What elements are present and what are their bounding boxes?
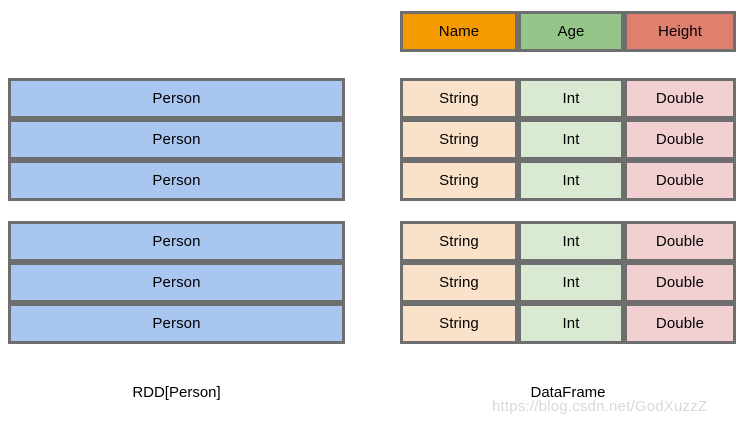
dataframe-partition-2: String Int Double String Int Double Stri…: [400, 221, 736, 344]
dataframe-cell-name: String: [400, 78, 518, 119]
dataframe-row: String Int Double: [400, 160, 736, 201]
rdd-cell-person: Person: [8, 119, 345, 160]
dataframe-header-row: Name Age Height: [400, 11, 736, 52]
dataframe-header-group: Name Age Height: [400, 11, 736, 52]
dataframe-header-height: Height: [624, 11, 736, 52]
rdd-cell-person: Person: [8, 78, 345, 119]
dataframe-cell-age: Int: [518, 262, 624, 303]
rdd-partition-2: Person Person Person: [8, 221, 345, 344]
dataframe-partition-1-table: String Int Double String Int Double Stri…: [400, 78, 736, 201]
rdd-row: Person: [8, 119, 345, 160]
rdd-row: Person: [8, 160, 345, 201]
dataframe-cell-age: Int: [518, 160, 624, 201]
rdd-row: Person: [8, 221, 345, 262]
rdd-row: Person: [8, 303, 345, 344]
watermark: https://blog.csdn.net/GodXuzzZ: [492, 398, 708, 415]
dataframe-cell-age: Int: [518, 78, 624, 119]
dataframe-row: String Int Double: [400, 303, 736, 344]
dataframe-row: String Int Double: [400, 78, 736, 119]
dataframe-cell-name: String: [400, 221, 518, 262]
dataframe-cell-age: Int: [518, 119, 624, 160]
dataframe-cell-height: Double: [624, 303, 736, 344]
dataframe-cell-height: Double: [624, 78, 736, 119]
rdd-cell-person: Person: [8, 221, 345, 262]
dataframe-cell-height: Double: [624, 119, 736, 160]
dataframe-row: String Int Double: [400, 262, 736, 303]
dataframe-cell-height: Double: [624, 160, 736, 201]
dataframe-header-name: Name: [400, 11, 518, 52]
rdd-row: Person: [8, 262, 345, 303]
rdd-partition-1-table: Person Person Person: [8, 78, 345, 201]
rdd-cell-person: Person: [8, 160, 345, 201]
dataframe-row: String Int Double: [400, 221, 736, 262]
dataframe-cell-height: Double: [624, 221, 736, 262]
dataframe-cell-name: String: [400, 160, 518, 201]
dataframe-partition-1: String Int Double String Int Double Stri…: [400, 78, 736, 201]
rdd-caption: RDD[Person]: [132, 384, 221, 401]
rdd-cell-person: Person: [8, 262, 345, 303]
rdd-row: Person: [8, 78, 345, 119]
rdd-partition-2-table: Person Person Person: [8, 221, 345, 344]
dataframe-header-age: Age: [518, 11, 624, 52]
dataframe-cell-name: String: [400, 119, 518, 160]
dataframe-header-table: Name Age Height: [400, 11, 736, 52]
dataframe-cell-name: String: [400, 303, 518, 344]
dataframe-caption: DataFrame: [530, 384, 606, 401]
dataframe-row: String Int Double: [400, 119, 736, 160]
dataframe-cell-name: String: [400, 262, 518, 303]
dataframe-cell-age: Int: [518, 221, 624, 262]
dataframe-partition-2-table: String Int Double String Int Double Stri…: [400, 221, 736, 344]
rdd-cell-person: Person: [8, 303, 345, 344]
dataframe-cell-age: Int: [518, 303, 624, 344]
rdd-partition-1: Person Person Person: [8, 78, 345, 201]
dataframe-cell-height: Double: [624, 262, 736, 303]
